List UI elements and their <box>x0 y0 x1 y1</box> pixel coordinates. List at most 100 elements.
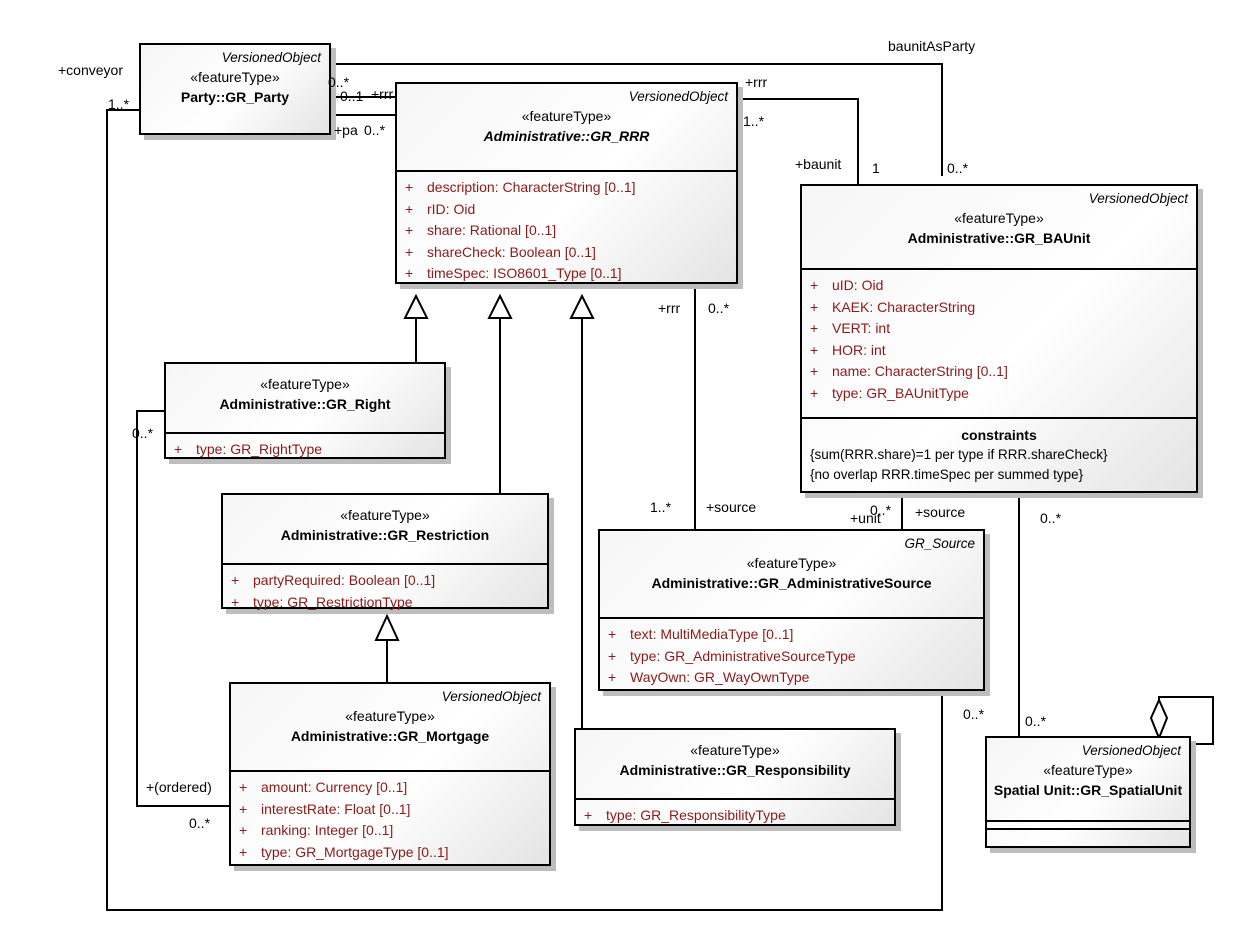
attributes-compartment: +partyRequired: Boolean [0..1] +type: GR… <box>223 563 547 618</box>
multiplicity-label: 0..* <box>1025 713 1047 729</box>
stereotype-label: «featureType» <box>954 210 1044 226</box>
multiplicity-label: 1..* <box>743 113 765 129</box>
attribute: +WayOwn: GR_WayOwnType <box>608 669 810 685</box>
attribute: +type: GR_AdministrativeSourceType <box>608 647 856 664</box>
operations-compartment <box>987 828 1189 836</box>
right-generalization-arrowhead <box>403 293 429 319</box>
role-label-ordered: +(ordered) <box>146 779 212 795</box>
attribute: +share: Rational [0..1] <box>405 222 557 238</box>
constraint: {sum(RRR.share)=1 per type if RRR.shareC… <box>810 447 1108 462</box>
stereotype-label: «featureType» <box>340 507 430 523</box>
class-name: Spatial Unit::GR_SpatialUnit <box>993 782 1183 798</box>
attribute: +interestRate: Float [0..1] <box>239 800 411 817</box>
baunitasparty-association-line <box>330 63 943 176</box>
stereotype-label: «featureType» <box>190 69 280 85</box>
multiplicity-label: 0..1 <box>340 88 364 104</box>
role-label-rrr: +rrr <box>658 300 681 316</box>
attributes-compartment: +description: CharacterString [0..1] +rI… <box>397 170 736 290</box>
right-mortgage-association-line <box>136 410 230 807</box>
multiplicity-label: 0..* <box>189 815 211 831</box>
multiplicity-label: 0..* <box>364 122 386 138</box>
stereotype-label: «featureType» <box>690 742 780 758</box>
class-gr-right[interactable]: «featureType» Administrative::GR_Right +… <box>164 362 446 459</box>
parent-label: VersionedObject <box>628 89 728 104</box>
multiplicity-label: 0..* <box>132 425 154 441</box>
multiplicity-label: 0..* <box>708 300 730 316</box>
class-name: Administrative::GR_Responsibility <box>619 762 851 778</box>
attribute: +shareCheck: Boolean [0..1] <box>405 243 596 260</box>
role-label-baunit: +baunit <box>795 156 842 172</box>
attribute: +amount: Currency [0..1] <box>239 779 408 795</box>
constraint: {no overlap RRR.timeSpec per summed type… <box>810 467 1084 482</box>
attribute: +ranking: Integer [0..1] <box>239 822 394 838</box>
stereotype-label: «featureType» <box>746 555 837 571</box>
class-gr-rrr[interactable]: VersionedObject «featureType» Administra… <box>395 82 738 284</box>
role-label-source: +source <box>915 504 966 520</box>
multiplicity-label: 0..* <box>870 502 892 518</box>
class-gr-administrative-source[interactable]: GR_Source «featureType» Administrative::… <box>598 529 985 691</box>
attribute: +type: GR_MortgageType [0..1] <box>239 843 449 860</box>
class-gr-baunit[interactable]: VersionedObject «featureType» Administra… <box>800 184 1198 493</box>
attributes-compartment: +type: GR_ResponsibilityType <box>576 798 894 832</box>
role-label-unit: +unit <box>850 510 881 526</box>
attribute: +timeSpec: ISO8601_Type [0..1] <box>405 265 622 281</box>
responsibility-generalization-arrowhead <box>569 293 595 319</box>
class-name: Party::GR_Party <box>180 89 290 105</box>
attribute: +name: CharacterString [0..1] <box>810 363 1008 379</box>
class-gr-spatial-unit[interactable]: VersionedObject «featureType» Spatial Un… <box>985 736 1191 848</box>
parent-label: GR_Source <box>904 536 975 551</box>
class-gr-party[interactable]: VersionedObject «featureType» Party::GR_… <box>139 43 331 135</box>
attribute: +type: GR_BAUnitType <box>810 384 969 401</box>
attributes-compartment: +uID: Oid +KAEK: CharacterString +VERT: … <box>802 268 1196 417</box>
class-gr-restriction[interactable]: «featureType» Administrative::GR_Restric… <box>221 493 549 610</box>
attribute: +VERT: int <box>810 320 891 336</box>
role-label-baunitasparty: baunitAsParty <box>888 38 976 54</box>
constraints-compartment: constraints {sum(RRR.share)=1 per type i… <box>802 417 1196 491</box>
attribute: +text: MultiMediaType [0..1] <box>608 626 794 642</box>
multiplicity-label: 0..* <box>947 160 969 176</box>
stereotype-label: «featureType» <box>260 376 350 392</box>
attribute: +HOR: int <box>810 341 886 358</box>
attribute: +uID: Oid <box>810 277 884 293</box>
attribute: +type: GR_ResponsibilityType <box>584 807 786 823</box>
role-label-rrr: +rrr <box>745 74 768 90</box>
stereotype-label: «featureType» <box>521 108 612 124</box>
restriction-generalization-arrowhead <box>487 293 513 319</box>
stereotype-label: «featureType» <box>345 708 435 724</box>
role-label-rrr: +rrr <box>371 86 394 102</box>
attributes-compartment <box>987 820 1189 828</box>
class-name: Administrative::GR_Right <box>219 396 391 412</box>
parent-label: VersionedObject <box>441 689 541 704</box>
aggregation-diamond <box>1149 697 1169 741</box>
multiplicity-label: 0..* <box>1040 510 1062 526</box>
attributes-compartment: +amount: Currency [0..1] +interestRate: … <box>231 770 549 868</box>
role-label-conveyor: +conveyor <box>58 62 123 78</box>
parent-label: VersionedObject <box>1081 743 1181 758</box>
class-name: Administrative::GR_AdministrativeSource <box>651 575 932 591</box>
role-label-pa: +pa <box>334 122 358 138</box>
rrr-baunit-association-line <box>737 98 859 184</box>
class-name: Administrative::GR_RRR <box>483 128 650 144</box>
multiplicity-label: 0..* <box>328 74 350 90</box>
multiplicity-label: 1..* <box>650 499 672 515</box>
attribute: +type: GR_RightType <box>174 441 323 457</box>
class-name: Administrative::GR_BAUnit <box>907 230 1091 246</box>
multiplicity-label: 1 <box>872 160 880 176</box>
class-name: Administrative::GR_Mortgage <box>290 728 490 744</box>
class-gr-mortgage[interactable]: VersionedObject «featureType» Administra… <box>229 682 551 866</box>
attributes-compartment: +text: MultiMediaType [0..1] +type: GR_A… <box>600 617 983 694</box>
attribute: +partyRequired: Boolean [0..1] <box>231 572 436 588</box>
attribute: +KAEK: CharacterString <box>810 298 976 315</box>
parent-label: VersionedObject <box>1088 191 1188 206</box>
stereotype-label: «featureType» <box>1043 762 1133 778</box>
conveyor-association-line <box>106 109 943 911</box>
multiplicity-label: 1..* <box>108 96 130 112</box>
attribute: +description: CharacterString [0..1] <box>405 179 636 195</box>
constraints-title: constraints <box>961 427 1037 443</box>
class-gr-responsibility[interactable]: «featureType» Administrative::GR_Respons… <box>574 728 896 826</box>
attribute: +type: GR_RestrictionType <box>231 593 413 610</box>
class-name: Administrative::GR_Restriction <box>280 527 490 543</box>
attributes-compartment: +type: GR_RightType <box>166 432 444 466</box>
parent-label: VersionedObject <box>221 50 321 65</box>
